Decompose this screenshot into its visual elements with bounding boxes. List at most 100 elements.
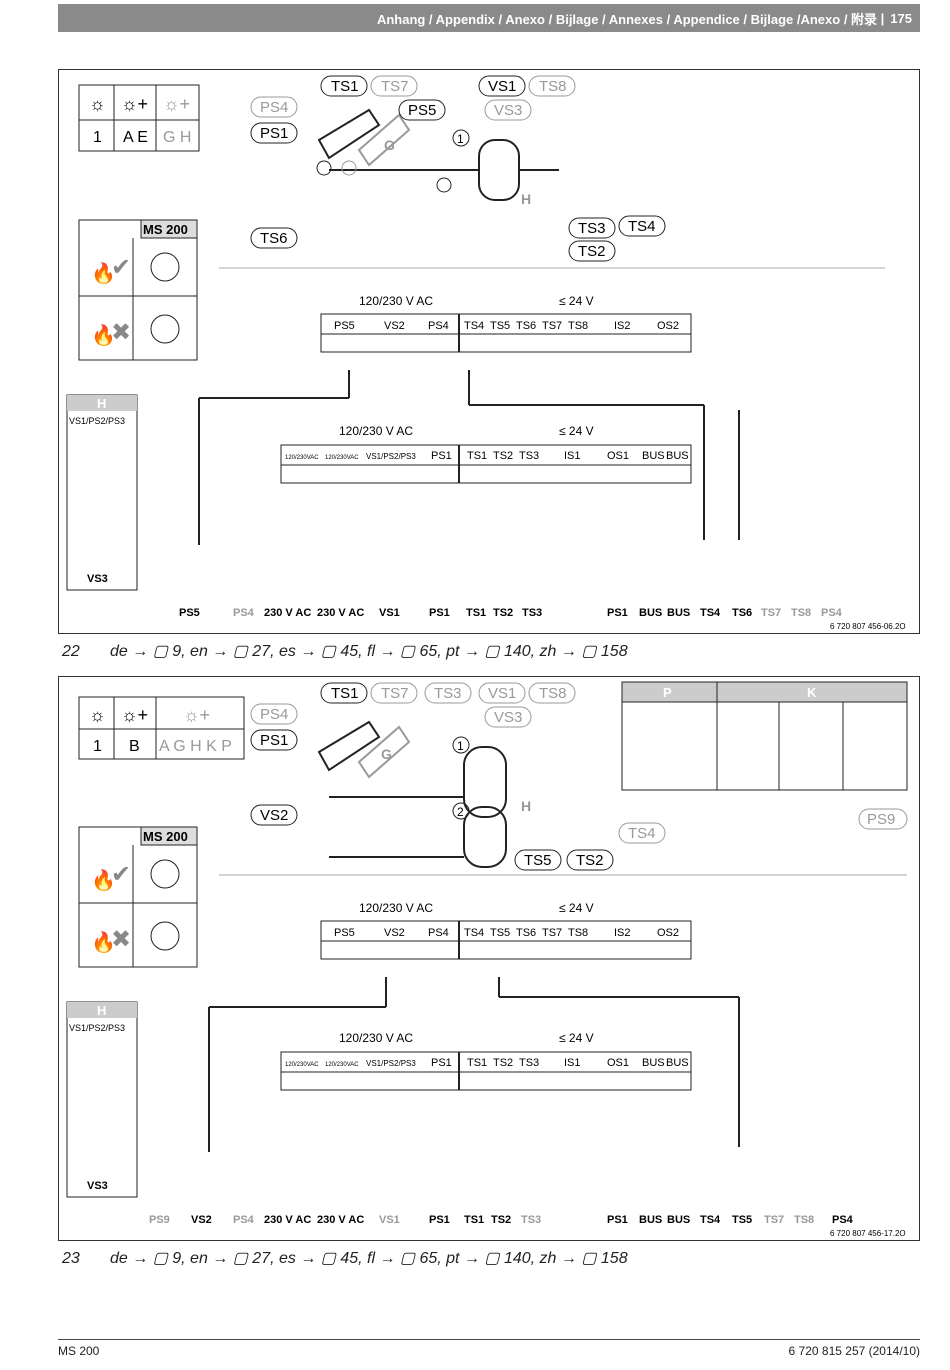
label-ts3: TS3 [578, 220, 606, 237]
bubble-labels: TS1 TS7 VS1 TS8 PS4 VS3 PS5 PS1 TS3 TS4 … [250, 75, 666, 262]
header-separator: | [877, 10, 885, 26]
lower-group-ts1: TS1 [467, 1057, 487, 1069]
footer-left: MS 200 [58, 1344, 100, 1358]
flame-icon: 🔥 [91, 868, 116, 892]
upper-group-os2: OS2 [657, 927, 679, 939]
flame-icon: 🔥 [91, 323, 116, 347]
label-ps9: PS9 [867, 811, 895, 828]
bottom-label: PS1 [607, 607, 628, 619]
bubble-labels: TS1 TS7 TS3 VS1 TS8 PS4 VS3 PS1 VS2 TS4 … [250, 682, 666, 871]
lower-terminal: 120/230 V AC ≤ 24 V 120/230VAC 120/230VA… [208, 977, 740, 1152]
doc-code: 6 720 807 456-06.2O [830, 622, 906, 631]
bottom-label: TS4 [700, 1214, 721, 1226]
label-ts8: TS8 [539, 78, 567, 95]
sun-plus-icon: ☼+ [183, 705, 210, 725]
footer-divider [58, 1339, 920, 1340]
bottom-label: BUS [639, 607, 662, 619]
caption-23: 23 de → ▢ 9, en → ▢ 27, es → ▢ 45, fl → ▢… [62, 1248, 628, 1268]
side-box-sub: VS1/PS2/PS3 [69, 416, 125, 426]
lower-group-os1: OS1 [607, 450, 629, 462]
lower-lv-title: ≤ 24 V [559, 424, 594, 438]
lower-group-bus1: BUS [642, 450, 665, 462]
side-box-sub: VS1/PS2/PS3 [69, 1023, 125, 1033]
label-ts1: TS1 [331, 78, 359, 95]
bottom-label: TS8 [794, 1214, 814, 1226]
config-row2: A E [123, 129, 148, 146]
figure-number: 23 [62, 1250, 80, 1267]
upper-terminal: 120/230 V AC ≤ 24 V PS5 VS2 PS4 TS4 TS5 … [320, 294, 692, 353]
label-vs1: VS1 [488, 78, 516, 95]
bottom-label: BUS [667, 607, 690, 619]
page-header: Anhang / Appendix / Anexo / Bijlage / An… [58, 4, 920, 32]
page-number: 175 [890, 10, 912, 26]
doc-code: 6 720 807 456-17.2O [830, 1229, 906, 1238]
lower-group-2: 120/230VAC [325, 455, 359, 461]
label-ps5: PS5 [408, 102, 436, 119]
lower-group-ts3: TS3 [519, 1057, 539, 1069]
bottom-label: BUS [639, 1214, 662, 1226]
flame-icon: 🔥 [91, 930, 116, 954]
bottom-label: VS1 [379, 607, 400, 619]
lower-group-2: 120/230VAC [325, 1062, 359, 1068]
upper-group-os2: OS2 [657, 320, 679, 332]
side-box-h: H VS1/PS2/PS3 VS3 [66, 394, 138, 591]
label-h: H [521, 798, 531, 814]
bottom-label: TS5 [732, 1214, 752, 1226]
upper-group-vs2: VS2 [384, 927, 405, 939]
label-ts7: TS7 [381, 685, 409, 702]
side-box-h: H VS1/PS2/PS3 VS3 [66, 1001, 138, 1198]
label-ts2: TS2 [576, 852, 604, 869]
upper-group-ps5: PS5 [334, 320, 355, 332]
upper-lv-title: ≤ 24 V [559, 901, 594, 915]
lower-group-1: 120/230VAC [285, 455, 319, 461]
side-box-title: H [97, 396, 106, 411]
bottom-labels: PS9 VS2 PS4 230 V AC 230 V AC VS1 PS1 TS… [149, 1214, 854, 1226]
bottom-label: TS3 [521, 1214, 541, 1226]
controller-name: MS 200 [143, 222, 188, 237]
config-table: ☼ ☼+ ☼+ 1 B A G H K P [78, 696, 245, 760]
cross-icon: ✖ [111, 926, 131, 953]
label-ts2: TS2 [578, 243, 606, 260]
upper-group-ps4: PS4 [428, 927, 449, 939]
check-icon: ✔ [111, 254, 131, 281]
caption-text: de → ▢ 9, en → ▢ 27, es → ▢ 45, fl → ▢ 6… [110, 1250, 628, 1267]
lower-group-1: 120/230VAC [285, 1062, 319, 1068]
lower-group-ts1: TS1 [467, 450, 487, 462]
ms200-panel: MS 200 🔥 ✔ 🔥 ✖ [78, 219, 198, 361]
check-icon: ✔ [111, 861, 131, 888]
lower-group-bus1: BUS [642, 1057, 665, 1069]
dial-icon [150, 859, 180, 889]
upper-group-ts4: TS4 [464, 320, 484, 332]
label-vs3: VS3 [494, 709, 522, 726]
label-vs1: VS1 [488, 685, 516, 702]
lower-group-ts2: TS2 [493, 1057, 513, 1069]
bottom-labels: PS5 PS4 230 V AC 230 V AC VS1 PS1 TS1 TS… [179, 607, 843, 619]
upper-group-ts8: TS8 [568, 320, 588, 332]
label-vs2: VS2 [260, 807, 288, 824]
lower-hv-title: 120/230 V AC [339, 1031, 413, 1045]
hydraulic-schematic: G 1 H 2 [317, 720, 531, 868]
lower-group-bus2: BUS [666, 450, 689, 462]
label-vs3: VS3 [494, 102, 522, 119]
ms200-panel: MS 200 🔥 ✔ 🔥 ✖ [78, 826, 198, 968]
upper-group-is2: IS2 [614, 927, 631, 939]
lower-group-3: VS1/PS2/PS3 [366, 452, 416, 461]
bottom-label: TS7 [761, 607, 781, 619]
wiring-diagram-22: ☼ ☼+ ☼+ 1 A E G H MS 200 🔥 ✔ 🔥 ✖ [66, 75, 906, 631]
upper-terminal: 120/230 V AC ≤ 24 V PS5 VS2 PS4 TS4 TS5 … [320, 901, 692, 960]
bottom-label: PS4 [832, 1214, 854, 1226]
config-row1: 1 [93, 129, 102, 146]
bottom-label: TS4 [700, 607, 721, 619]
label-ts5: TS5 [524, 852, 552, 869]
header-title: Anhang / Appendix / Anexo / Bijlage / An… [376, 11, 878, 27]
sun-icon: ☼ [89, 705, 106, 725]
bottom-label: VS2 [191, 1214, 212, 1226]
bottom-label: PS1 [429, 1214, 450, 1226]
bottom-label: BUS [667, 1214, 690, 1226]
sun-plus-icon: ☼+ [121, 94, 148, 114]
upper-lv-title: ≤ 24 V [559, 294, 594, 308]
bottom-label: PS4 [821, 607, 843, 619]
dial-icon [150, 921, 180, 951]
bottom-label: 230 V AC [317, 1214, 364, 1226]
